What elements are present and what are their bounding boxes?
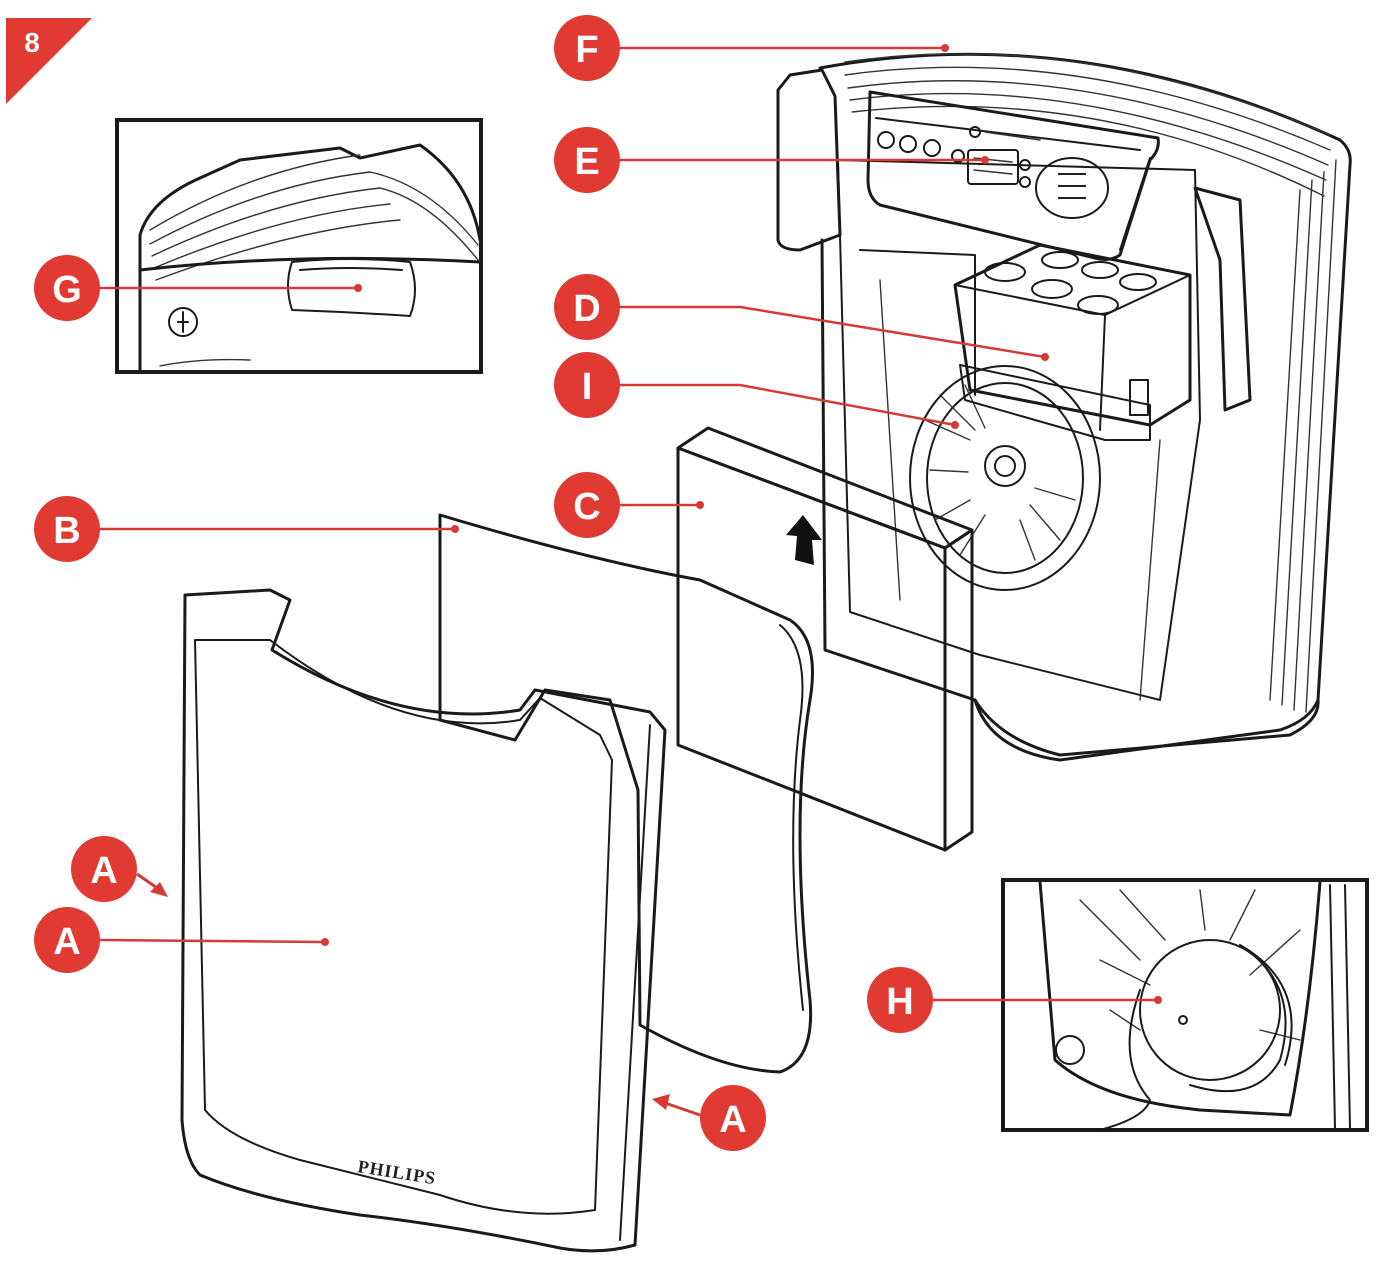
- label-c: C: [554, 472, 620, 538]
- inset-handle-detail: [115, 118, 483, 374]
- control-panel: [866, 90, 1160, 261]
- label-a-front: A: [34, 907, 100, 973]
- label-i-text: I: [582, 366, 593, 408]
- front-panel: PHILIPS: [180, 588, 667, 1253]
- label-a-side-text: A: [90, 850, 117, 892]
- label-d: D: [554, 274, 620, 340]
- label-a-right-text: A: [719, 1099, 746, 1141]
- label-a-front-text: A: [53, 921, 80, 963]
- label-i: I: [554, 352, 620, 418]
- inset-sensor-detail: [1001, 878, 1369, 1132]
- label-a-side: A: [71, 836, 137, 902]
- label-g-text: G: [52, 269, 82, 311]
- step-number: 8: [24, 27, 40, 58]
- label-f: F: [554, 15, 620, 81]
- purifier-body: [776, 52, 1352, 762]
- label-c-text: C: [573, 486, 600, 528]
- label-f-text: F: [575, 29, 598, 71]
- label-h-text: H: [886, 981, 913, 1023]
- label-b: B: [34, 496, 100, 562]
- pre-filter-foam: [438, 513, 814, 1074]
- hepa-filter: [676, 426, 974, 852]
- label-e: E: [554, 127, 620, 193]
- label-h: H: [867, 967, 933, 1033]
- label-e-text: E: [574, 141, 599, 183]
- odour-filter-module: [953, 243, 1192, 441]
- leader-lines: [95, 44, 1162, 1117]
- arrow-up-icon: [786, 515, 822, 565]
- step-badge: 8: [6, 18, 92, 104]
- label-b-text: B: [53, 510, 80, 552]
- label-d-text: D: [573, 288, 600, 330]
- label-a-right: A: [700, 1085, 766, 1151]
- label-g: G: [34, 255, 100, 321]
